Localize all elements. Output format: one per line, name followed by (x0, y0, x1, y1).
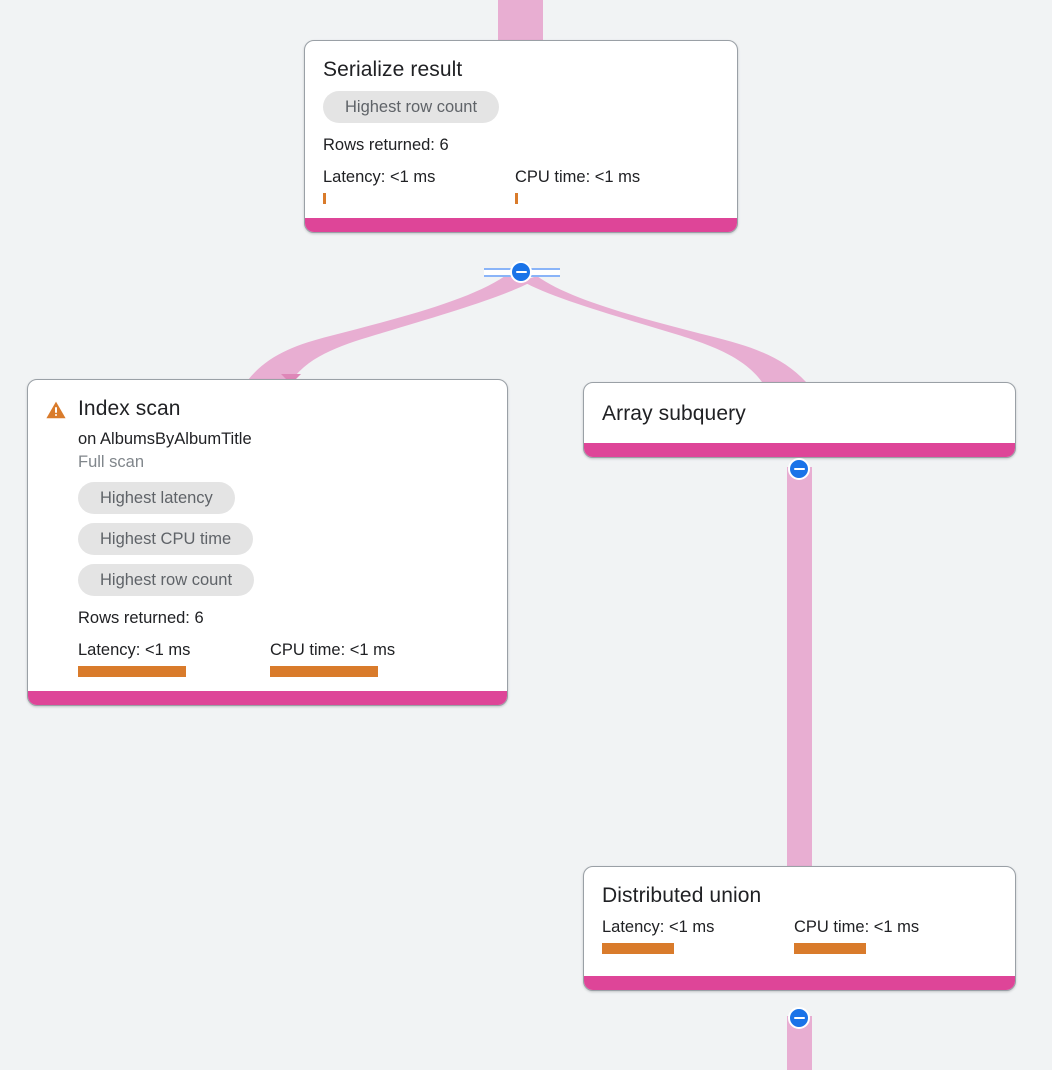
warning-triangle-icon (46, 401, 66, 424)
metric-cpu-time-bar (794, 943, 866, 954)
toggle-rule-right (530, 268, 560, 277)
chip-highest-row-count: Highest row count (78, 564, 255, 596)
collapse-toggle-distributed-union[interactable] (788, 1007, 810, 1029)
metric-latency-label: Latency: <1 ms (78, 641, 191, 659)
metric-latency: Latency: <1 ms (602, 916, 794, 954)
edge-serialize-to-index-scan (248, 276, 533, 380)
edge-serialize-to-array-subquery (522, 276, 806, 382)
node-title: Serialize result (323, 58, 463, 81)
node-scan-type: Full scan (78, 453, 145, 471)
node-header: Index scan on AlbumsByAlbumTitle Full sc… (46, 396, 489, 677)
node-accent-footer (584, 976, 1015, 990)
chip-highest-latency: Highest latency (78, 482, 235, 514)
node-chips: Highest latency Highest CPU time Highest… (78, 482, 395, 605)
toggle-rule-left (484, 268, 514, 277)
chip-highest-row-count: Highest row count (323, 91, 500, 123)
plan-node-array-subquery[interactable]: Array subquery (583, 382, 1016, 458)
collapse-toggle-array-subquery[interactable] (788, 458, 810, 480)
metric-cpu-time: CPU time: <1 ms (270, 639, 395, 677)
node-header: Serialize result (323, 57, 719, 83)
node-chips: Highest row count (323, 91, 719, 132)
minus-circle-icon (793, 1016, 805, 1020)
metric-latency-label: Latency: <1 ms (323, 168, 436, 186)
rows-returned: Rows returned: 6 (78, 609, 204, 627)
rows-returned: Rows returned: 6 (323, 136, 449, 154)
node-body: Serialize result Highest row count Rows … (305, 41, 737, 218)
node-title: Index scan (78, 397, 181, 420)
metric-latency: Latency: <1 ms (323, 166, 515, 204)
metric-cpu-time: CPU time: <1 ms (515, 166, 640, 204)
node-title: Distributed union (602, 884, 762, 907)
metric-cpu-time-bar (270, 666, 378, 677)
metric-cpu-time-label: CPU time: <1 ms (515, 168, 641, 186)
node-body: Array subquery (584, 383, 1015, 443)
metric-cpu-time-bar (515, 193, 518, 204)
node-accent-footer (305, 218, 737, 232)
edge-parent-to-serialize (498, 0, 543, 44)
collapse-toggle-serialize-result[interactable] (510, 261, 532, 283)
metric-cpu-time-label: CPU time: <1 ms (270, 641, 396, 659)
metric-latency: Latency: <1 ms (78, 639, 270, 677)
metric-cpu-time-label: CPU time: <1 ms (794, 918, 920, 936)
plan-node-index-scan[interactable]: Index scan on AlbumsByAlbumTitle Full sc… (27, 379, 508, 706)
node-header-text: Index scan on AlbumsByAlbumTitle Full sc… (78, 396, 395, 677)
metric-cpu-time: CPU time: <1 ms (794, 916, 919, 954)
node-body: Distributed union Latency: <1 ms CPU tim… (584, 867, 1015, 976)
node-metrics: Latency: <1 ms CPU time: <1 ms (78, 639, 395, 677)
chip-highest-cpu-time: Highest CPU time (78, 523, 254, 555)
metric-latency-label: Latency: <1 ms (602, 918, 715, 936)
node-body: Index scan on AlbumsByAlbumTitle Full sc… (28, 380, 507, 691)
plan-node-serialize-result[interactable]: Serialize result Highest row count Rows … (304, 40, 738, 233)
metric-latency-bar (602, 943, 674, 954)
edge-array-subquery-to-distributed-union (787, 467, 812, 870)
plan-node-distributed-union[interactable]: Distributed union Latency: <1 ms CPU tim… (583, 866, 1016, 991)
node-title: Array subquery (602, 402, 746, 425)
metric-latency-bar (78, 666, 186, 677)
minus-circle-icon (515, 270, 527, 274)
node-metrics: Latency: <1 ms CPU time: <1 ms (602, 916, 997, 954)
node-accent-footer (28, 691, 507, 705)
node-subtitle: on AlbumsByAlbumTitle (78, 430, 252, 448)
metric-latency-bar (323, 193, 326, 204)
minus-circle-icon (793, 467, 805, 471)
node-metrics: Latency: <1 ms CPU time: <1 ms (323, 166, 719, 204)
node-accent-footer (584, 443, 1015, 457)
